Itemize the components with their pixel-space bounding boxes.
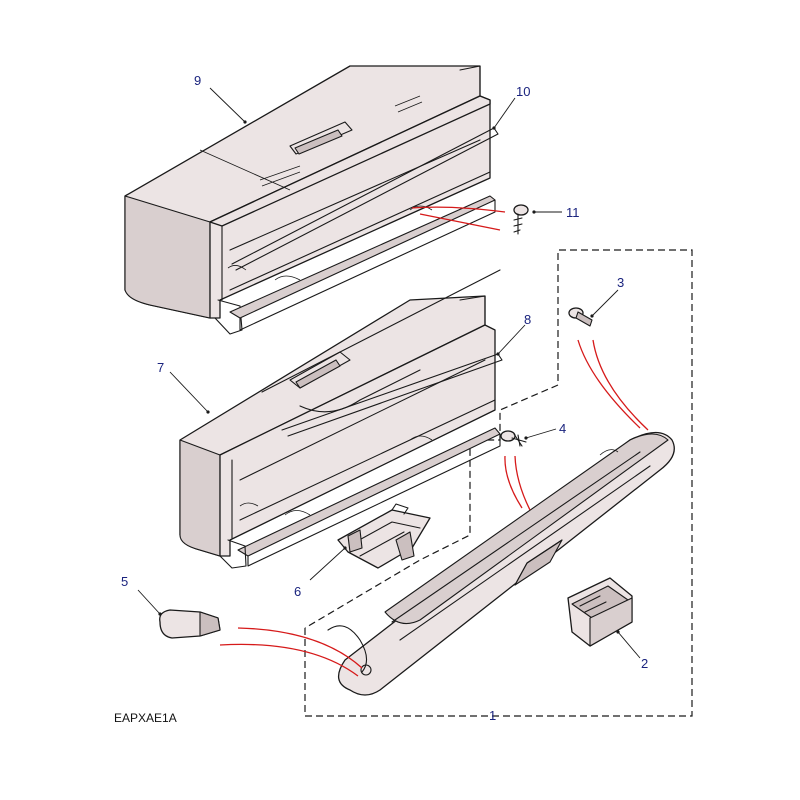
callout-9: 9 — [194, 73, 201, 88]
lower-glovebox-part-7 — [179, 269, 501, 569]
seal-strip-part-8 — [281, 353, 503, 437]
callout-3: 3 — [617, 275, 624, 290]
screw-part-11 — [513, 204, 529, 235]
latch-part-2 — [567, 577, 633, 647]
striker-part-6 — [337, 503, 431, 569]
bumper-part-5 — [159, 609, 221, 639]
diagram-reference-code: EAPXAE1A — [114, 711, 177, 725]
callout-11: 11 — [566, 205, 580, 220]
callout-8: 8 — [524, 312, 531, 327]
callout-2: 2 — [641, 656, 648, 671]
glovebox-lid-part-1 — [327, 431, 675, 696]
callout-1: 1 — [489, 708, 496, 723]
assembly-1-boundary — [304, 249, 693, 717]
upper-glovebox-part-9 — [124, 65, 496, 335]
callout-10: 10 — [516, 84, 530, 99]
seal-strip-part-10 — [231, 127, 499, 271]
pin-part-3 — [568, 307, 593, 327]
callout-7: 7 — [157, 360, 164, 375]
leader-lines — [137, 87, 641, 659]
callout-6: 6 — [294, 584, 301, 599]
callout-4: 4 — [559, 421, 566, 436]
screw-part-4 — [500, 430, 527, 447]
fitting-lines — [219, 206, 649, 677]
callout-5: 5 — [121, 574, 128, 589]
